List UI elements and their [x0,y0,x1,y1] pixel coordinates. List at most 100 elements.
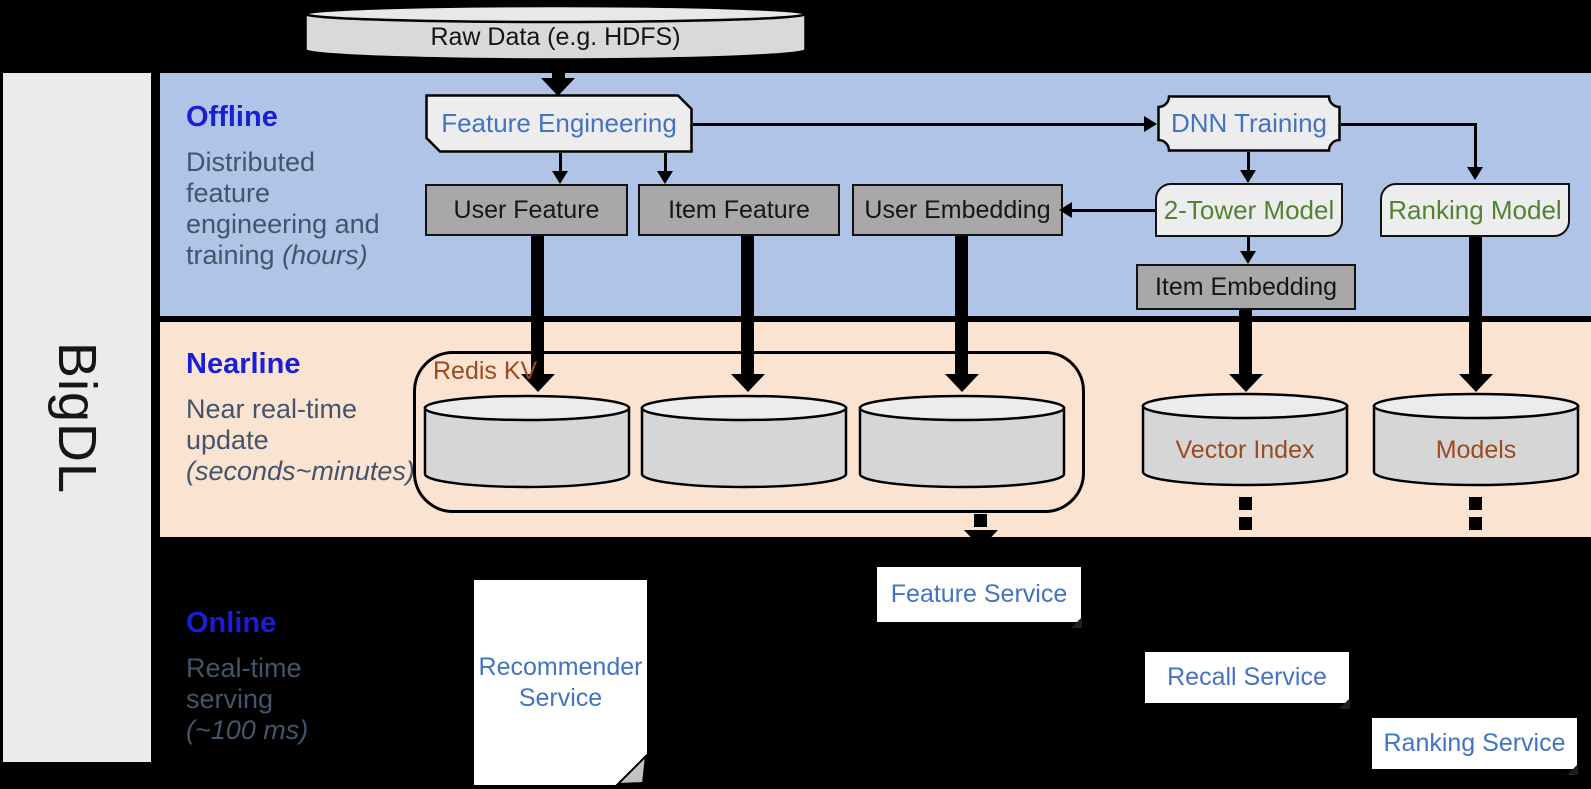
cylinder-shape [423,394,631,489]
arrowhead-fe-to-itemfeature [657,171,673,184]
line-fe-to-userfeature [559,153,562,173]
user-embedding-node: User Embedding [852,184,1063,236]
dnn-training-node: DNN Training [1157,95,1341,152]
nearline-desc-line1: Near real-time [186,394,358,424]
redis-cylinder-1 [423,394,631,500]
dash-models-2 [1469,517,1482,530]
ranking-model-node: Ranking Model [1380,183,1570,237]
dash-vectorindex-2 [1239,517,1252,530]
item-feature-label: Item Feature [668,195,810,224]
offline-desc-line4-normal: training [186,240,283,270]
feature-service-node: Feature Service [877,567,1082,628]
vector-index-label: Vector Index [1175,436,1315,464]
nearline-section-label: Nearline Near real-time update (seconds~… [186,348,436,487]
arrowhead-fe-to-userfeature [552,171,568,184]
arrowhead-fe-to-dnn [1144,116,1157,132]
line-twotower-to-userembedding [1072,209,1155,212]
document-shape [474,580,647,785]
vector-index-cylinder: Vector Index [1141,392,1349,498]
nearline-title: Nearline [186,348,301,380]
page-fold-icon [1567,764,1578,775]
user-feature-label: User Feature [453,195,600,224]
nearline-desc-line3: (seconds~minutes) [186,456,415,486]
arrowhead-rankingmodel-to-models [1459,374,1493,392]
arrowhead-itemembedding-to-vectorindex [1229,374,1263,392]
redis-kv-container [413,351,1085,513]
dash-redis-to-featureservice [974,514,987,527]
arrow-rawdata-to-fe [552,61,565,79]
raw-data-cylinder: Raw Data (e.g. HDFS) [303,4,808,62]
dash-models-1 [1469,497,1482,510]
bigdl-sidebar: BigDL [3,73,151,762]
online-desc-line1: Real-time [186,653,302,683]
raw-data-label: Raw Data (e.g. HDFS) [430,22,681,51]
user-feature-node: User Feature [425,184,628,236]
recall-service-label: Recall Service [1167,663,1327,691]
offline-desc-line4: training (hours) [186,240,436,271]
ranking-service-node: Ranking Service [1372,718,1578,775]
arrowhead-redis-to-featureservice [964,530,998,548]
online-description: Real-time serving (~100 ms) [186,653,436,746]
models-label: Models [1435,436,1517,464]
item-feature-node: Item Feature [638,184,840,236]
arrowhead-twotower-to-userembedding [1059,202,1072,218]
arrow-itemembedding-to-vectorindex [1239,310,1252,375]
feature-engineering-label: Feature Engineering [441,108,677,138]
item-embedding-node: Item Embedding [1136,264,1356,310]
line-dnn-to-rankingmodel-h [1341,123,1476,126]
cylinder-shape [1372,392,1580,487]
models-cylinder: Models [1372,392,1580,498]
two-tower-model-label: 2-Tower Model [1163,194,1335,225]
feature-service-label: Feature Service [890,580,1068,608]
offline-title: Offline [186,101,278,133]
page-fold-icon [1071,617,1082,628]
offline-section-label: Offline Distributed feature engineering … [186,101,436,271]
recommender-service-line2: Service [518,683,603,712]
recommender-service-doc: Recommender Service [474,580,648,786]
line-dnn-to-twotower [1247,152,1250,172]
recall-service-node: Recall Service [1145,652,1350,709]
cylinder-shape [858,394,1066,489]
arrowhead-dnn-to-rankingmodel [1467,167,1483,180]
redis-cylinder-3 [858,394,1066,500]
line-twotower-to-itemembedding [1247,237,1250,253]
line-fe-to-itemfeature [664,153,667,173]
bigdl-logo-text: BigDL [47,341,108,494]
redis-kv-label: Redis KV [433,357,538,385]
arrow-userembedding-to-redis [955,236,968,375]
snip-rect-shape [425,94,693,153]
dnn-training-label: DNN Training [1170,108,1328,138]
online-desc-line2: serving [186,684,274,714]
arrowhead-dnn-to-twotower [1240,170,1256,183]
cylinder-shape [1141,392,1349,487]
cylinder-shape [304,4,807,61]
arrowhead-twotower-to-itemembedding [1240,251,1256,264]
arrow-rankingmodel-to-models [1469,237,1482,375]
arrow-userfeature-to-redis [531,236,544,375]
user-embedding-label: User Embedding [864,195,1051,224]
arrowhead-userembedding-to-redis [945,374,979,392]
page-fold-icon [1339,698,1350,709]
recommender-service-label: Recommender Service [474,580,647,785]
online-desc-line3: (~100 ms) [186,715,309,745]
recommender-service-line1: Recommender [478,652,643,681]
ranking-service-label: Ranking Service [1383,729,1566,757]
plaque-shape [1157,95,1341,152]
arrowhead-itemfeature-to-redis [731,374,765,392]
arrow-itemfeature-to-redis [741,236,754,375]
redis-cylinder-2 [640,394,848,500]
online-section-label: Online Real-time serving (~100 ms) [186,607,436,746]
online-title: Online [186,607,277,639]
item-embedding-label: Item Embedding [1154,272,1338,301]
nearline-description: Near real-time update (seconds~minutes) [186,394,436,487]
dash-vectorindex-1 [1239,497,1252,510]
arrowhead-rawdata-to-fe [541,78,575,96]
two-tower-model-node: 2-Tower Model [1155,183,1343,237]
ranking-model-label: Ranking Model [1388,194,1562,225]
nearline-desc-line2: update [186,425,269,455]
line-fe-to-dnn [693,123,1145,126]
feature-engineering-node: Feature Engineering [425,94,693,153]
offline-desc-line4-italic: (hours) [282,240,368,270]
offline-desc-line3: engineering and [186,209,380,239]
